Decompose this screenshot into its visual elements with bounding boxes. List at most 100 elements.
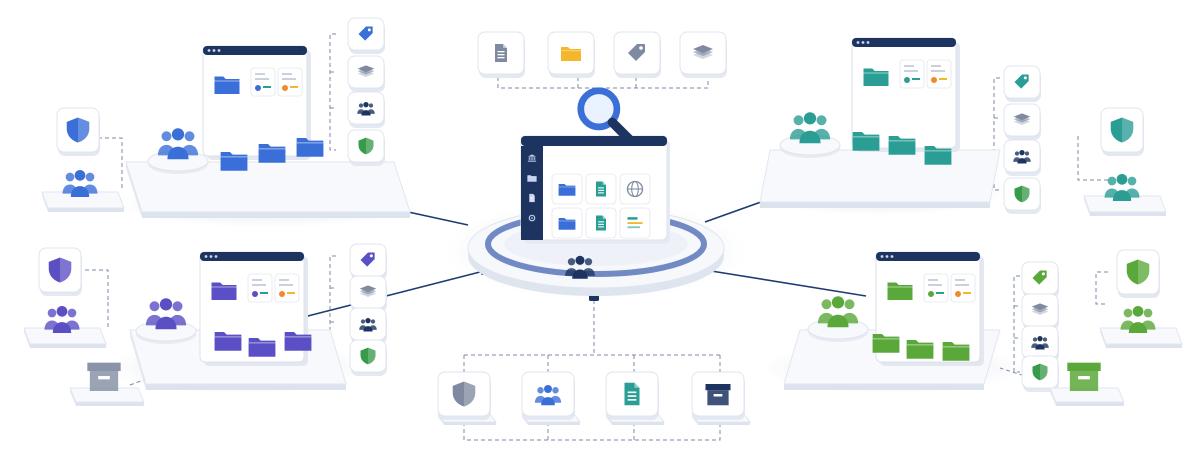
search-icon — [577, 87, 635, 145]
outer-pad — [41, 191, 125, 212]
tag-icon — [1032, 270, 1047, 285]
bottom-tile — [605, 371, 659, 420]
cluster-pad — [125, 161, 411, 218]
outer-tile — [56, 107, 100, 156]
settings-icon — [528, 214, 536, 222]
side-tile — [1003, 177, 1041, 214]
side-tile — [347, 129, 385, 166]
folder-icon — [906, 340, 934, 359]
folder-icon — [284, 332, 312, 351]
folder-icon — [296, 138, 324, 157]
top-tile — [547, 31, 595, 78]
top-tile — [613, 31, 661, 78]
dash-top-row — [497, 70, 709, 89]
hub-card — [619, 173, 651, 205]
side-tile — [349, 275, 387, 312]
folder-icon — [220, 152, 248, 171]
folder-icon — [924, 146, 952, 165]
users-icon — [62, 170, 98, 197]
hub-screen — [520, 135, 670, 244]
folder-icon — [863, 68, 889, 86]
users-icon — [789, 112, 831, 144]
cluster-window — [875, 251, 984, 366]
tag-icon — [360, 252, 375, 267]
layers-icon — [1013, 113, 1031, 125]
side-tile — [349, 339, 387, 376]
central-hub — [467, 87, 725, 296]
users-icon — [145, 298, 187, 330]
side-tile — [1021, 261, 1059, 298]
shield-icon — [48, 257, 72, 283]
folder-icon — [258, 144, 286, 163]
archive-box-icon — [705, 384, 731, 406]
folder-icon — [214, 332, 242, 351]
shield-icon — [452, 381, 476, 407]
cluster-window — [202, 45, 311, 160]
top-tile — [679, 31, 727, 78]
users-icon — [817, 296, 859, 328]
folder-icon — [852, 132, 880, 151]
icon-tiles — [437, 31, 751, 425]
globe-icon — [626, 180, 644, 198]
dash-bl-outer — [78, 269, 109, 302]
archive-box-icon — [87, 362, 121, 391]
shield-icon — [360, 347, 376, 365]
cluster-pad — [759, 149, 1001, 208]
archive-box — [69, 362, 145, 406]
link-bottom-right — [704, 269, 867, 297]
dash-br-side — [1013, 275, 1020, 373]
document-icon — [596, 181, 606, 197]
dash-tr-side — [993, 77, 1000, 191]
archive-box-icon — [1067, 362, 1101, 391]
outer-pad — [1099, 327, 1183, 348]
document-icon — [624, 382, 640, 406]
hub-card — [551, 173, 583, 205]
document-icon — [495, 44, 507, 62]
shield-icon — [66, 117, 90, 143]
archive-pad — [1049, 387, 1125, 406]
side-tile — [347, 91, 385, 128]
side-tile — [349, 307, 387, 344]
list-icon — [627, 217, 643, 229]
folder-icon — [942, 342, 970, 361]
shield-icon — [1014, 185, 1030, 203]
folder-icon — [888, 136, 916, 155]
dash-tl-outer — [98, 137, 123, 190]
document-icon — [529, 193, 535, 203]
users-icon — [1031, 336, 1049, 350]
users-icon — [157, 128, 199, 160]
hub-card — [551, 207, 583, 239]
users-icon — [534, 385, 562, 406]
side-tile — [347, 17, 385, 54]
folder-icon — [561, 47, 581, 61]
folder-icon — [558, 218, 576, 230]
link-bottom-left — [299, 271, 481, 319]
shield-icon — [1126, 259, 1150, 285]
dash-tr-outer — [1077, 136, 1108, 181]
bottom-tile — [437, 371, 491, 420]
cluster-bottom-left — [23, 243, 387, 406]
folder-icon — [527, 175, 537, 182]
outer-tile — [1100, 107, 1144, 156]
hub-card — [585, 173, 617, 205]
folder-icon — [214, 76, 240, 94]
users-icon — [1104, 174, 1140, 201]
archive-box — [1049, 362, 1125, 406]
top-tile — [477, 31, 525, 78]
dash-br-outer — [1095, 271, 1108, 305]
folder-icon — [887, 282, 913, 300]
users-icon — [1013, 150, 1031, 164]
layers-icon — [693, 45, 713, 59]
users-icon — [357, 102, 375, 116]
side-tile — [347, 55, 385, 92]
dash-tl-side — [329, 33, 336, 151]
building-icon — [527, 154, 537, 162]
users-icon — [359, 318, 377, 332]
side-tile — [1003, 65, 1041, 102]
side-tile — [349, 243, 387, 280]
tag-icon — [358, 26, 373, 41]
shield-icon — [358, 137, 374, 155]
users-icon — [1120, 306, 1156, 333]
